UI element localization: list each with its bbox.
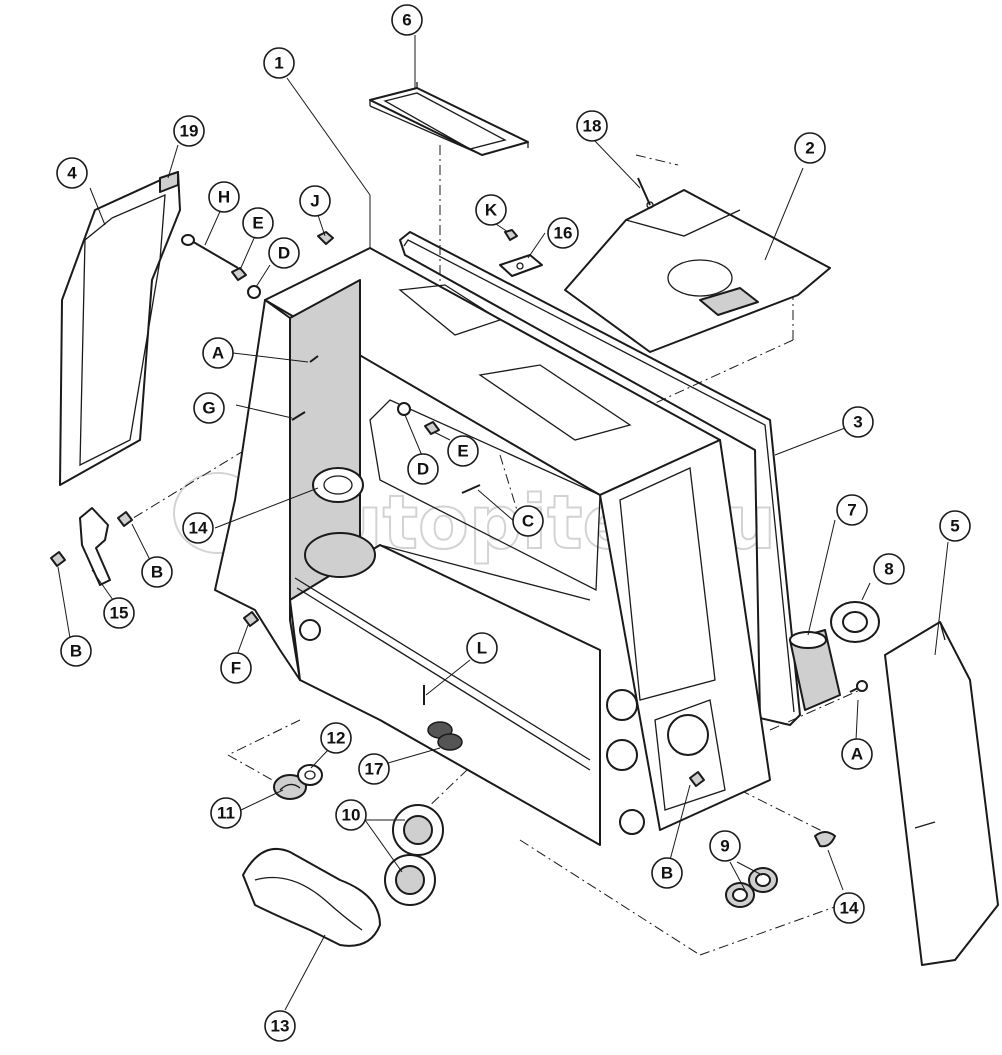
part-6-top-cover-plate (369, 82, 529, 156)
callout-19: 19 (173, 115, 205, 147)
callout-10: 10 (335, 799, 367, 831)
callout-D-inner-label: D (417, 460, 429, 479)
part-19-clip (159, 171, 179, 193)
callout-17: 17 (358, 753, 390, 785)
callout-H: H (208, 181, 240, 213)
callout-9-label: 9 (720, 837, 729, 856)
callout-7: 7 (836, 494, 868, 526)
callout-J-label: J (310, 192, 319, 211)
part-2-cover-plate (564, 189, 831, 353)
callout-5-label: 5 (950, 517, 959, 536)
part-7-pipe (789, 629, 841, 711)
callout-B-right-label: B (661, 864, 673, 883)
callout-B-right: B (651, 857, 683, 889)
callout-4-label: 4 (67, 164, 77, 183)
callout-8-label: 8 (884, 560, 893, 579)
callout-D-inner: D (407, 453, 439, 485)
callout-B-left-label: B (70, 642, 82, 661)
part-1-main-housing (214, 247, 771, 846)
part-9-grommets (725, 867, 778, 908)
callout-L-label: L (477, 639, 487, 658)
callout-12-label: 12 (327, 729, 346, 748)
part-11-plug (273, 774, 307, 800)
part-4-left-side-panel (59, 171, 181, 486)
callout-J: J (299, 185, 331, 217)
part-K-wing-nut (504, 229, 518, 241)
callout-D-top: D (268, 237, 300, 269)
callout-G: G (193, 392, 225, 424)
callout-14-right: 14 (833, 892, 865, 924)
callout-13: 13 (264, 1010, 296, 1042)
callout-1: 1 (263, 47, 295, 79)
callout-D-top-label: D (278, 244, 290, 263)
callout-F-label: F (231, 659, 241, 678)
callout-15-label: 15 (110, 604, 129, 623)
callout-7-label: 7 (847, 501, 856, 520)
callout-A-left: A (202, 337, 234, 369)
callout-E-top-label: E (252, 214, 263, 233)
callout-L: L (466, 632, 498, 664)
callout-13-label: 13 (271, 1017, 290, 1036)
callout-1-label: 1 (274, 54, 283, 73)
callout-19-label: 19 (180, 122, 199, 141)
callout-18-label: 18 (583, 117, 602, 136)
part-12-washer (297, 764, 323, 786)
part-5-right-side-panel (884, 621, 999, 966)
callout-A-left-label: A (212, 344, 224, 363)
callout-14-right-label: 14 (840, 899, 859, 918)
part-15-bracket (79, 507, 111, 586)
part-13-hose (242, 847, 381, 947)
callout-17-label: 17 (365, 760, 384, 779)
callout-E-inner-label: E (457, 442, 468, 461)
callout-B-center: B (141, 556, 173, 588)
callout-C: C (512, 505, 544, 537)
callout-A-right-label: A (851, 745, 863, 764)
callout-14-left: 14 (182, 512, 214, 544)
callout-5: 5 (939, 510, 971, 542)
callout-3: 3 (842, 406, 874, 438)
callout-H-label: H (218, 188, 230, 207)
callout-3-label: 3 (853, 413, 862, 432)
callout-12: 12 (320, 722, 352, 754)
callout-11: 11 (210, 797, 242, 829)
callout-A-right: A (841, 738, 873, 770)
callout-11-label: 11 (217, 804, 235, 823)
callout-10-label: 10 (342, 806, 361, 825)
callout-6: 6 (391, 4, 423, 36)
fasteners (50, 231, 868, 848)
callout-B-center-label: B (151, 563, 163, 582)
callout-2: 2 (794, 132, 826, 164)
part-18-pin (637, 177, 654, 209)
callout-16: 16 (547, 217, 579, 249)
part-10-seal-rings (384, 804, 444, 906)
part-8-ring (830, 601, 880, 643)
part-3-gasket-frame (399, 231, 801, 726)
callout-16-label: 16 (554, 224, 573, 243)
callout-15: 15 (103, 597, 135, 629)
callout-G-label: G (202, 399, 215, 418)
callout-B-left: B (60, 635, 92, 667)
callout-14-left-label: 14 (189, 519, 208, 538)
callout-9: 9 (709, 830, 741, 862)
callout-4: 4 (56, 157, 88, 189)
callout-2-label: 2 (805, 139, 814, 158)
part-16-plate (499, 254, 543, 277)
callout-E-top: E (242, 207, 274, 239)
callout-K-label: K (485, 201, 498, 220)
callout-18: 18 (576, 110, 608, 142)
callout-8: 8 (873, 553, 905, 585)
callout-C-label: C (522, 512, 534, 531)
leader-lines (57, 35, 949, 1011)
callout-6-label: 6 (402, 11, 411, 30)
callout-K: K (475, 194, 507, 226)
callout-E-inner: E (447, 435, 479, 467)
callout-F: F (220, 652, 252, 684)
